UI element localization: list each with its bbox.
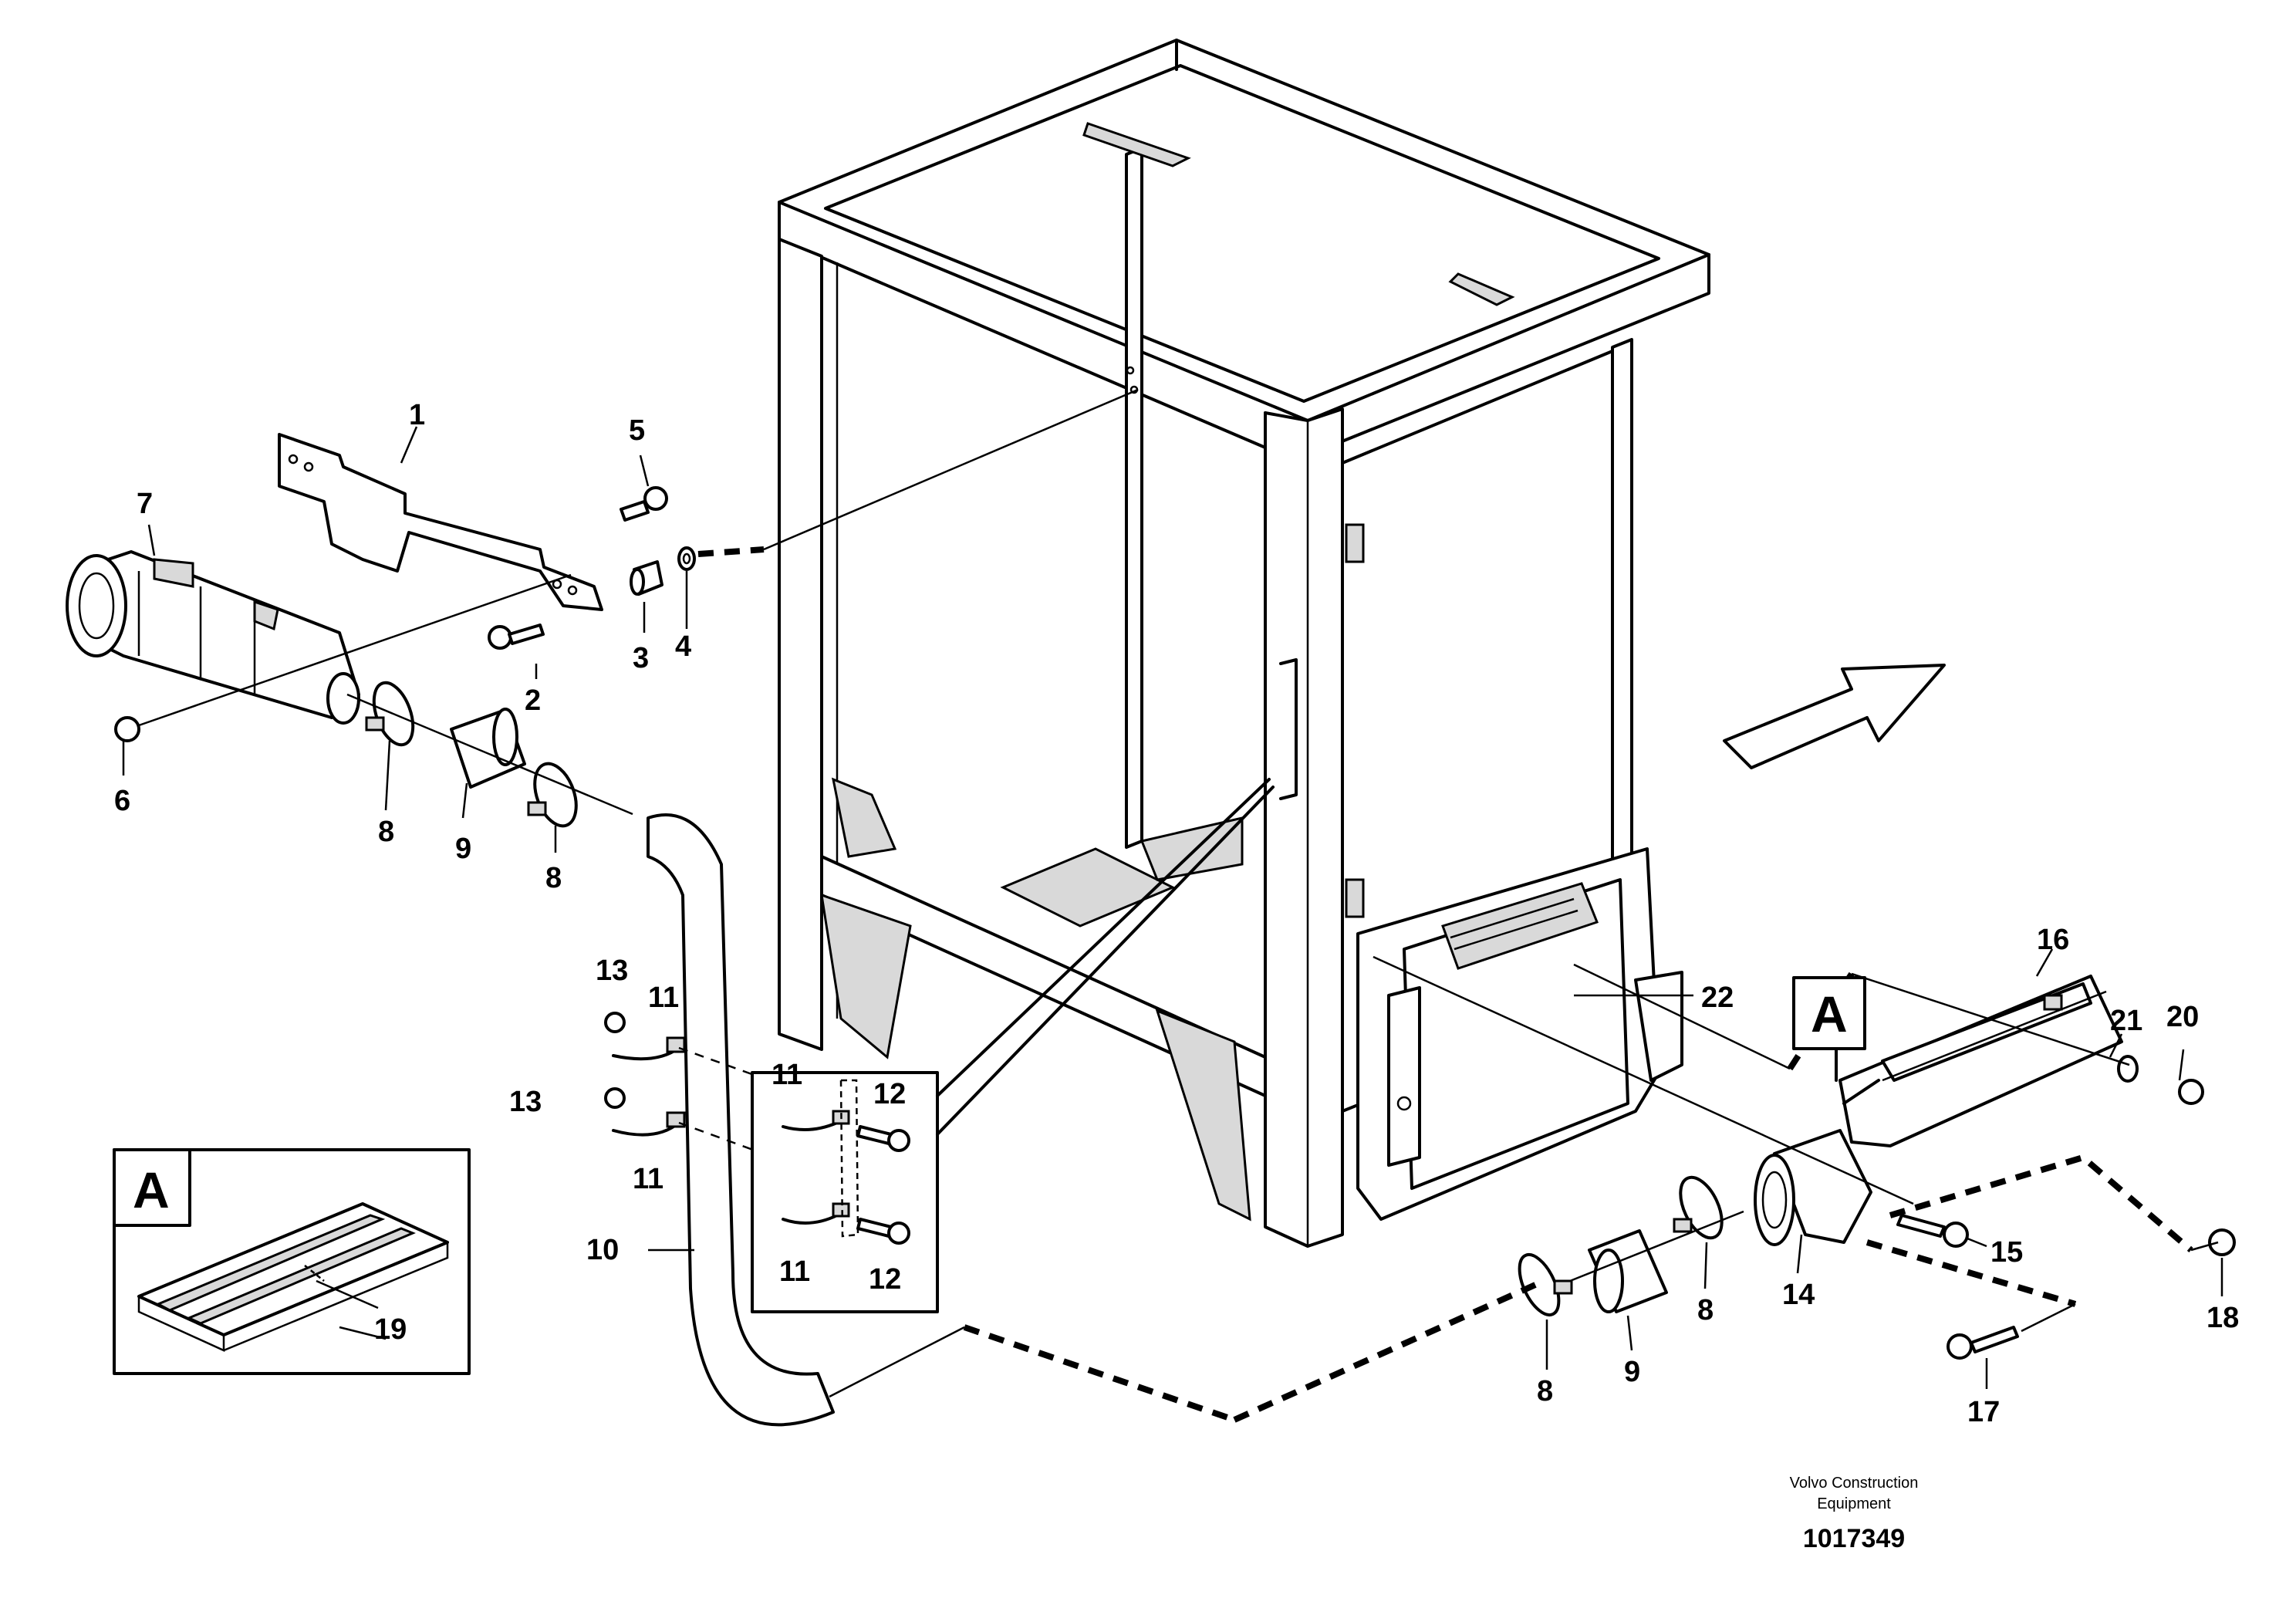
clip-lower <box>604 1087 686 1137</box>
label-13-upper: 13 <box>596 955 628 987</box>
label-19: 19 <box>374 1313 407 1346</box>
label-18: 18 <box>2207 1302 2239 1334</box>
air-hose <box>647 813 835 1427</box>
hose-clamp-lower-left <box>527 762 578 828</box>
label-12-detail-upper: 12 <box>873 1078 906 1110</box>
label-2: 2 <box>525 684 541 717</box>
inset-view-a <box>113 1148 471 1375</box>
view-a-marker-letter: A <box>1811 985 1848 1042</box>
label-11-lower: 11 <box>633 1163 663 1195</box>
label-4: 4 <box>675 630 691 663</box>
cab-frame <box>778 39 1710 1248</box>
view-a-marker <box>1792 976 1866 1082</box>
label-14: 14 <box>1782 1279 1815 1311</box>
label-22: 22 <box>1701 982 1734 1014</box>
clip-upper <box>604 1012 686 1061</box>
nut-6 <box>114 716 140 742</box>
label-1: 1 <box>409 399 425 431</box>
washer-4 <box>677 546 696 571</box>
air-duct-cover <box>1838 975 2123 1147</box>
footer-company-line2: Equipment <box>1817 1495 1891 1512</box>
washer-21 <box>2117 1055 2139 1083</box>
label-13-lower: 13 <box>509 1086 542 1118</box>
footer-drawing-number: 1017349 <box>1803 1524 1905 1553</box>
label-8-upper-right: 8 <box>1697 1294 1714 1326</box>
footer-company-line1: Volvo Construction <box>1790 1475 1919 1492</box>
label-21: 21 <box>2110 1005 2142 1037</box>
label-9-left: 9 <box>455 833 471 865</box>
label-5: 5 <box>629 414 645 447</box>
hose-clamp-lower-right <box>1518 1253 1573 1316</box>
hose-connector-right <box>1588 1229 1668 1313</box>
hose-connector-left <box>450 708 526 789</box>
label-3: 3 <box>633 642 649 674</box>
label-8-upper-left: 8 <box>378 816 394 848</box>
forward-direction-arrow-icon <box>1723 664 1946 769</box>
bolt-17 <box>1947 1326 2019 1360</box>
label-11-upper: 11 <box>648 982 679 1014</box>
spacer-3 <box>630 560 663 596</box>
label-11-detail-lower: 11 <box>779 1255 810 1288</box>
heater-unit <box>1356 847 1683 1221</box>
label-16: 16 <box>2037 924 2069 956</box>
inset-a-letter: A <box>133 1161 170 1218</box>
label-11-detail-upper: 11 <box>772 1059 802 1091</box>
label-8-lower-left: 8 <box>545 862 562 894</box>
label-9-right: 9 <box>1624 1356 1640 1388</box>
label-15: 15 <box>1990 1236 2023 1269</box>
label-10: 10 <box>586 1234 619 1266</box>
nut-18 <box>2208 1228 2236 1256</box>
label-6: 6 <box>114 785 130 817</box>
bolt-5 <box>620 486 668 522</box>
label-8-lower-right: 8 <box>1537 1375 1553 1407</box>
label-12-detail-lower: 12 <box>869 1263 901 1296</box>
label-7: 7 <box>137 488 153 520</box>
label-17: 17 <box>1967 1396 2000 1428</box>
detail-clip-lower <box>782 1202 910 1245</box>
nut-20 <box>2178 1079 2204 1105</box>
bolt-15 <box>1896 1214 1969 1248</box>
hose-clamp-upper-right <box>1673 1175 1724 1240</box>
label-20: 20 <box>2166 1001 2199 1033</box>
mounting-bracket <box>278 433 603 611</box>
air-duct-adapter <box>1754 1129 1872 1246</box>
bolt-2 <box>488 623 545 650</box>
detail-clip-upper <box>782 1110 910 1152</box>
air-filter <box>66 550 360 725</box>
